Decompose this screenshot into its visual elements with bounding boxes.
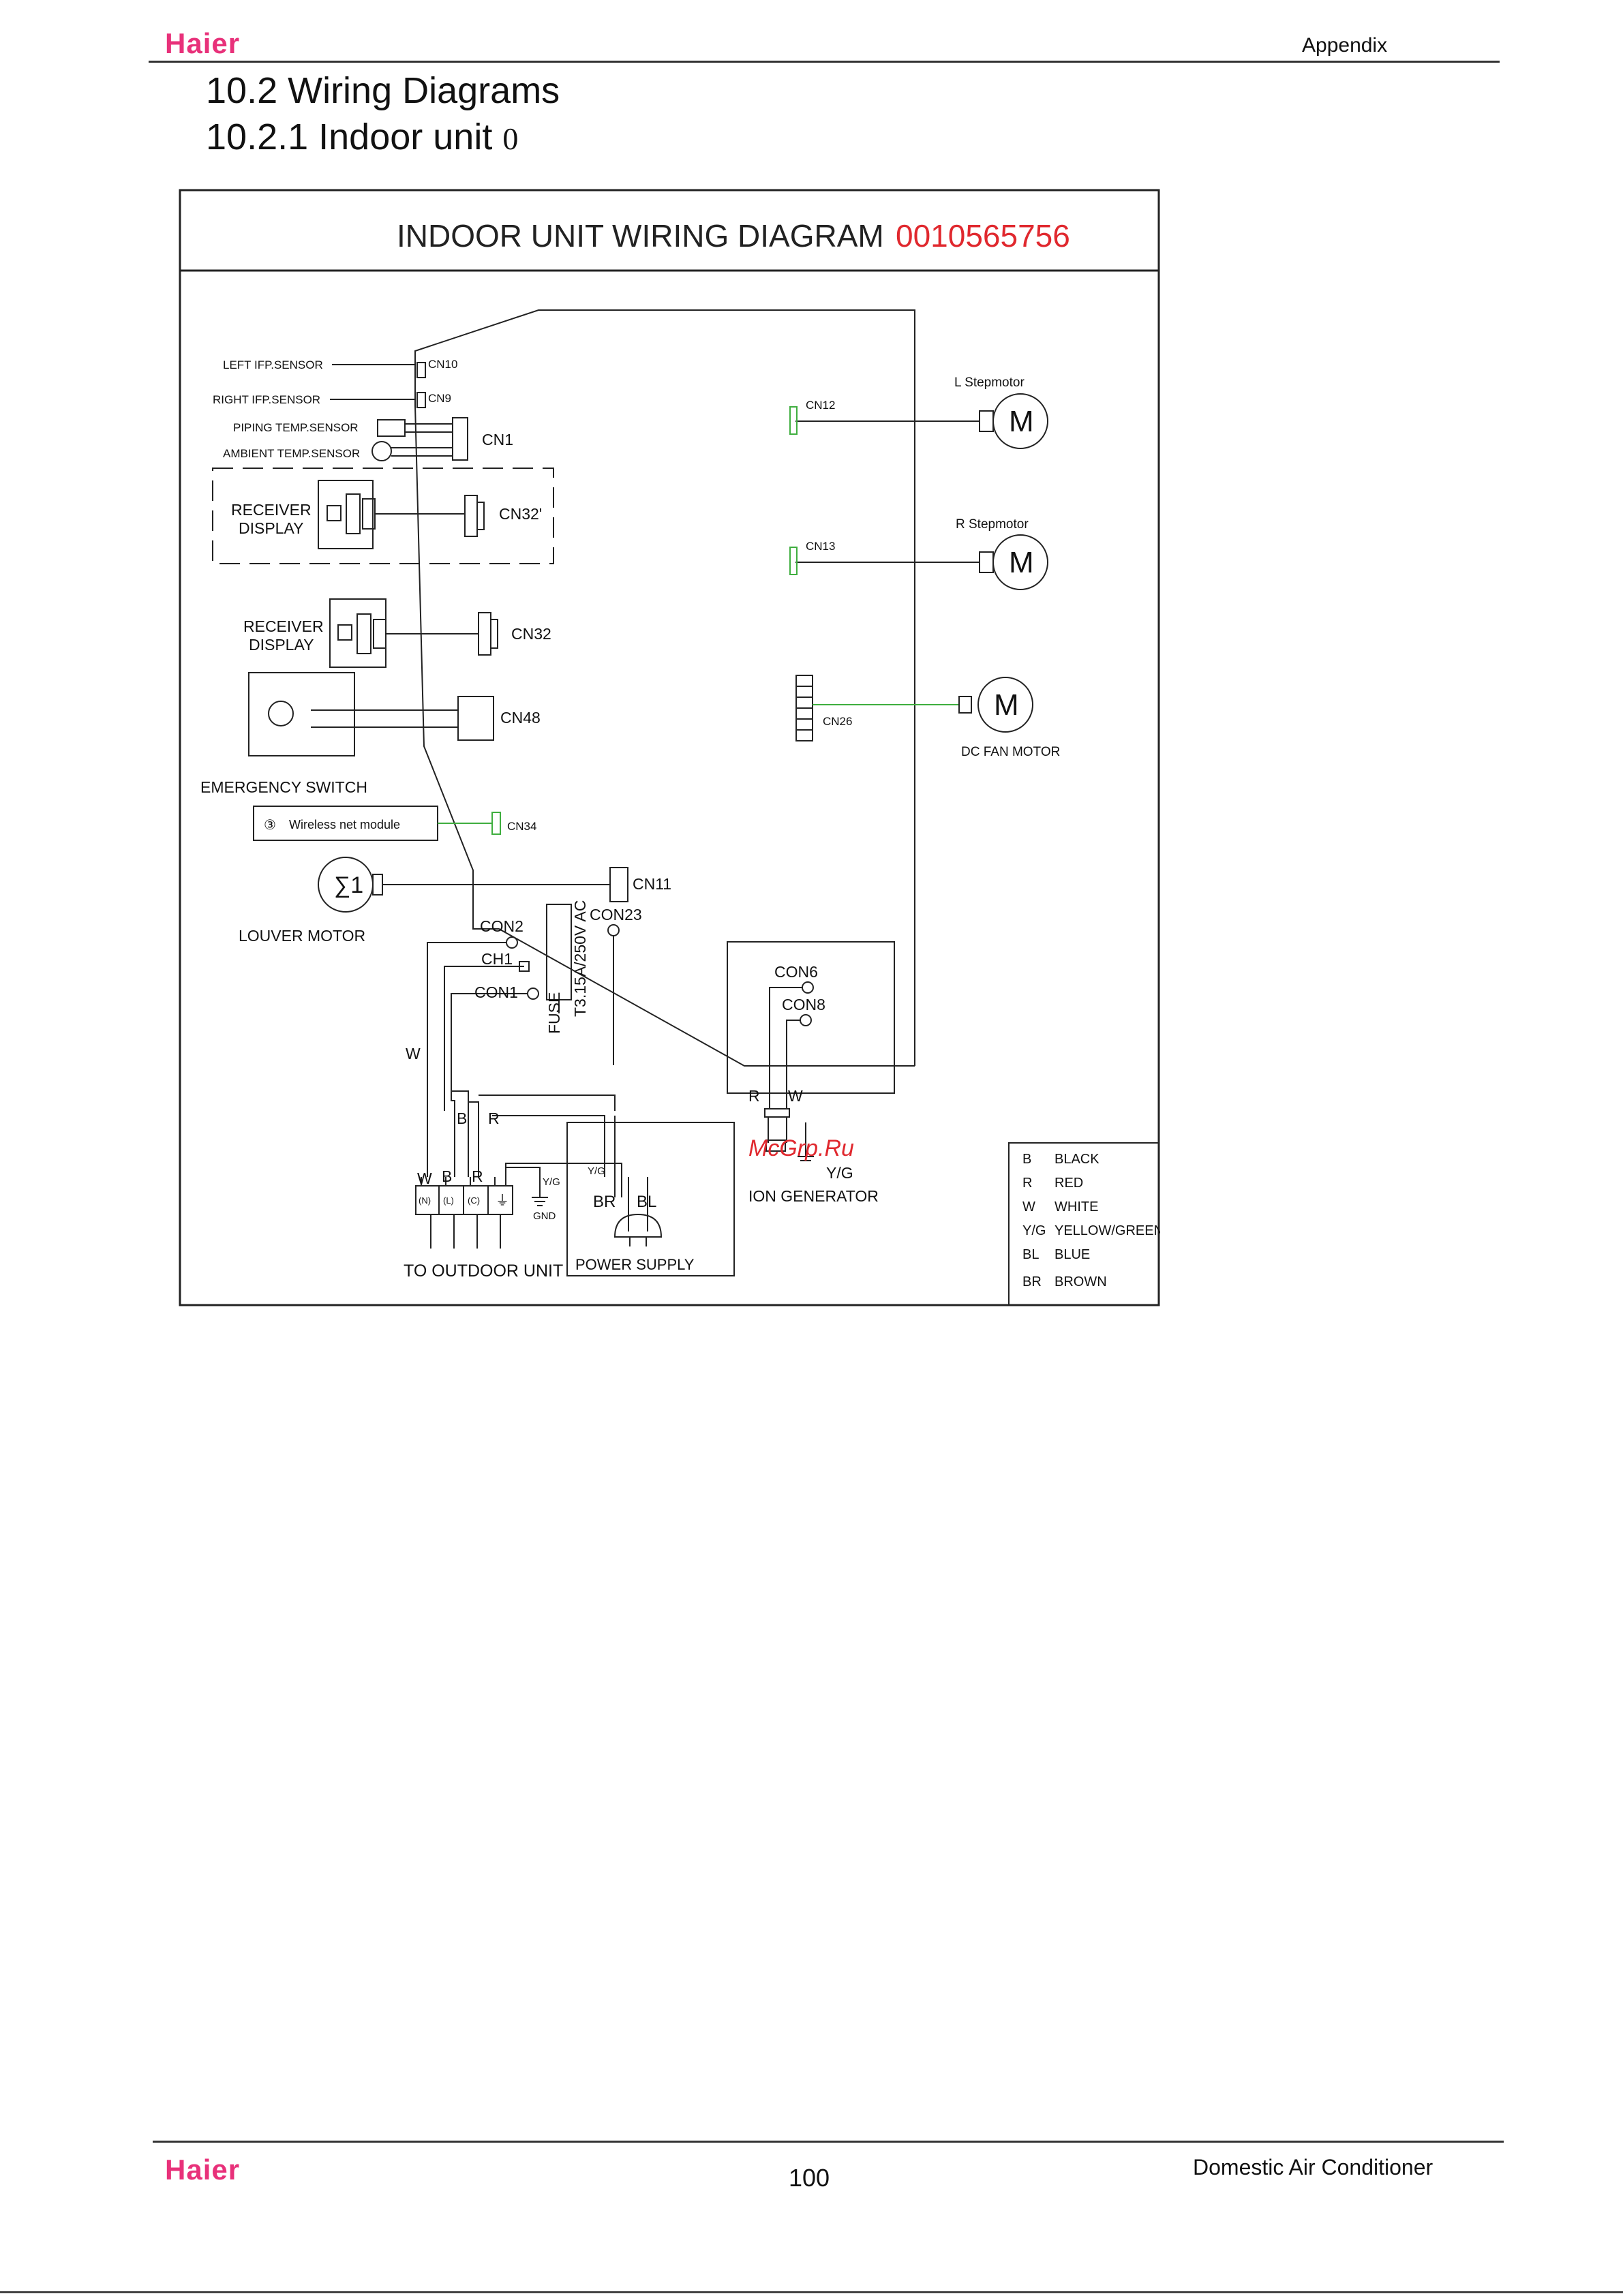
label-l-stepmotor: L Stepmotor <box>954 376 1025 390</box>
ps-yg-label: Y/G <box>588 1165 605 1177</box>
section-heading: 10.2 Wiring Diagrams <box>206 70 560 111</box>
legend-name: WHITE <box>1055 1199 1098 1214</box>
wiring-diagram: INDOOR UNIT WIRING DIAGRAM 0010565756 LE… <box>179 189 1160 1306</box>
connector-cn13: CN13 <box>806 540 835 553</box>
legend-code: Y/G <box>1022 1223 1046 1238</box>
label-wireless-module: Wireless net module <box>289 818 400 831</box>
label-power-supply: POWER SUPPLY <box>575 1256 695 1273</box>
diagram-code: 0010565756 <box>896 218 1070 254</box>
legend-name: BLACK <box>1055 1152 1099 1167</box>
subsection-title: 10.2.1 Indoor unit <box>206 117 493 157</box>
bottom-edge-rule <box>0 2291 1623 2293</box>
wire-w-label: W <box>406 1045 421 1062</box>
wire-r-label: R <box>488 1109 500 1127</box>
ion-w-label: W <box>788 1087 803 1105</box>
label-receiver2-b: DISPLAY <box>249 636 314 654</box>
label-to-outdoor: TO OUTDOOR UNIT <box>404 1261 563 1281</box>
connector-cn9: CN9 <box>428 392 451 405</box>
ps-bl-label: BL <box>637 1193 656 1211</box>
label-emergency-switch: EMERGENCY SWITCH <box>200 778 367 796</box>
fuse-rating: T3.15A/250V AC <box>571 900 589 1017</box>
section-label: Appendix <box>1302 34 1388 57</box>
connector-cn34: CN34 <box>507 820 536 833</box>
label-ambient-sensor: AMBIENT TEMP.SENSOR <box>223 447 360 460</box>
watermark: McGrp.Ru <box>748 1135 854 1161</box>
legend-name: YELLOW/GREEN <box>1055 1223 1160 1238</box>
subsection-suffix: 0 <box>502 121 519 156</box>
legend-code: BL <box>1022 1247 1039 1262</box>
connector-ch1: CH1 <box>481 950 513 968</box>
page-number: 100 <box>789 2164 830 2192</box>
legend-code: R <box>1022 1176 1032 1191</box>
label-right-sensor: RIGHT IFP.SENSOR <box>213 393 320 406</box>
ground-yg-label: Y/G <box>543 1176 560 1188</box>
connector-con23: CON23 <box>590 906 642 923</box>
connector-con2: CON2 <box>480 917 524 935</box>
connector-cn48: CN48 <box>500 709 541 726</box>
connector-cn1: CN1 <box>482 431 513 448</box>
connector-cn26: CN26 <box>823 715 852 728</box>
brand-logo: Haier <box>165 27 241 59</box>
label-receiver2-a: RECEIVER <box>243 617 324 635</box>
connector-cn32: CN32 <box>511 625 551 643</box>
legend-name: BLUE <box>1055 1247 1090 1262</box>
label-r-stepmotor: R Stepmotor <box>956 517 1029 532</box>
ground-gnd-label: GND <box>533 1210 556 1222</box>
connector-con6: CON6 <box>774 963 818 981</box>
connector-cn11: CN11 <box>633 875 671 893</box>
color-legend: B BLACK R RED W WHITE Y/G YELLOW/GREEN B… <box>1022 1152 1160 1289</box>
terminal-c: (C) <box>468 1195 480 1206</box>
legend-code: W <box>1022 1199 1035 1214</box>
subsection-heading: 10.2.1 Indoor unit 0 <box>206 116 518 158</box>
dc-fan-motor-icon: M <box>994 688 1019 722</box>
legend-code: B <box>1022 1152 1031 1167</box>
legend-name: RED <box>1055 1176 1083 1191</box>
label-ion-generator: ION GENERATOR <box>748 1187 879 1205</box>
connector-cn10: CN10 <box>428 358 457 371</box>
fuse-label: FUSE <box>545 992 563 1034</box>
terminal-n: (N) <box>419 1195 431 1206</box>
label-receiver1-b: DISPLAY <box>239 519 303 537</box>
label-louver-motor: LOUVER MOTOR <box>239 927 365 945</box>
term-w-label: W <box>417 1169 432 1187</box>
label-dc-fan-motor: DC FAN MOTOR <box>961 745 1060 759</box>
legend-code: BR <box>1022 1274 1042 1289</box>
wireless-number: ③ <box>264 818 276 833</box>
ion-r-label: R <box>748 1087 760 1105</box>
label-receiver1-a: RECEIVER <box>231 501 312 519</box>
l-stepmotor-icon: M <box>1009 405 1034 438</box>
label-piping-sensor: PIPING TEMP.SENSOR <box>233 421 359 434</box>
footer-brand-logo: Haier <box>165 2154 241 2186</box>
term-b-label: B <box>442 1167 452 1185</box>
label-left-sensor: LEFT IFP.SENSOR <box>223 358 323 371</box>
terminal-l: (L) <box>443 1195 454 1206</box>
wire-b-label: B <box>457 1109 467 1127</box>
louver-motor-icon: ∑1 <box>334 872 363 898</box>
connector-cn32p: CN32' <box>499 505 542 523</box>
header-rule <box>149 61 1500 63</box>
ps-br-label: BR <box>593 1193 616 1211</box>
ion-yg-label: Y/G <box>826 1164 853 1182</box>
connector-con8: CON8 <box>782 996 825 1013</box>
term-r-label: R <box>472 1167 483 1185</box>
connector-con1: CON1 <box>474 983 518 1001</box>
footer-product: Domestic Air Conditioner <box>1193 2155 1434 2179</box>
legend-name: BROWN <box>1055 1274 1107 1289</box>
footer-rule <box>153 2141 1504 2143</box>
diagram-title: INDOOR UNIT WIRING DIAGRAM <box>397 218 884 254</box>
connector-cn12: CN12 <box>806 399 835 412</box>
ground-terminal-icon: ⏚ <box>496 1193 509 1208</box>
r-stepmotor-icon: M <box>1009 546 1034 579</box>
